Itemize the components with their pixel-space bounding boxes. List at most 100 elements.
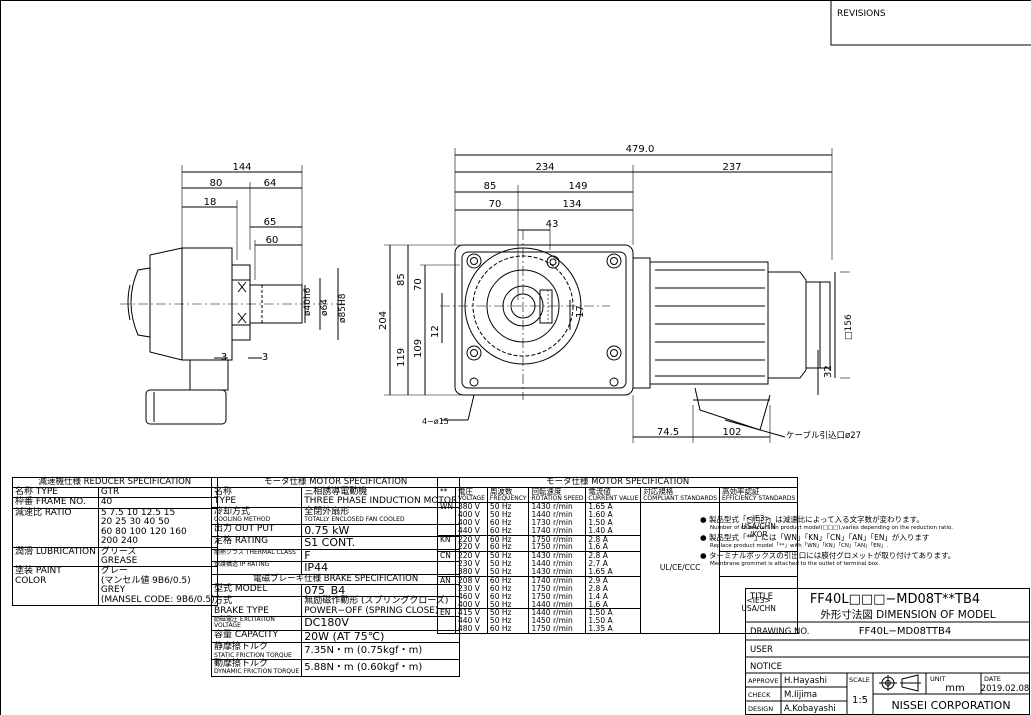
dim-dia64: ø64	[320, 299, 330, 316]
date-label: DATE	[984, 675, 1001, 683]
company-name: NISSEI CORPORATION	[891, 699, 1010, 712]
reducer-label-paint: 塗装 PAINT COLOR	[12, 566, 99, 607]
holes-callout: 4−ø15	[422, 417, 449, 426]
dim-32: 32	[823, 365, 834, 378]
title-block: TITLE FF40L□□□−MD08T**TB4 外形寸法図 DIMENSIO…	[745, 588, 1030, 715]
dim-74-5: 74.5	[657, 427, 679, 438]
table-row: 枠番 FRAME NO. 40	[12, 497, 218, 509]
side-view	[120, 165, 345, 425]
unit-label: UNIT	[930, 675, 946, 683]
scale-label: SCALE	[849, 676, 870, 684]
unit-value: mm	[945, 683, 964, 694]
dim-64: 64	[264, 178, 277, 189]
dim-3-right: 3	[262, 352, 268, 363]
brake-spec-title: 電磁ブレーキ仕様 BRAKE SPECIFICATION	[210, 573, 461, 585]
table-row: 塗装 PAINT COLOR グレー(マンセル値 9B6/0.5) GREY(M…	[12, 566, 218, 607]
table-row: 出力 OUT PUT 0.75 kW	[210, 523, 461, 538]
reducer-label-lubrication: 潤滑 LUBRICATION	[12, 546, 99, 568]
table-row: 容量 CAPACITY 20W (AT 75℃)	[210, 629, 461, 644]
projection-symbol-icon	[879, 674, 921, 692]
revisions-box: REVISIONS	[830, 0, 1031, 46]
title-label: TITLE	[749, 592, 773, 602]
dim-70-vertical: 70	[413, 278, 424, 291]
front-view-labels: 479.0 234 237 85 149 70 134 43 204 85 70…	[378, 144, 861, 441]
design-name: A.Kobayashi	[784, 704, 836, 714]
dim-80: 80	[210, 178, 223, 189]
side-view-labels: 144 80 64 18 65 60 ø40h6 ø64 ø85H8 3 3	[204, 162, 348, 363]
date-value: 2019.02.08	[981, 684, 1030, 694]
dim-dia85h8: ø85H8	[338, 293, 348, 323]
table-row: 耐熱クラス THERMAL CLASS F	[210, 548, 461, 563]
model-number: FF40L□□□−MD08T**TB4	[810, 592, 980, 607]
dim-70: 70	[489, 199, 502, 210]
check-label: CHECK	[748, 691, 771, 699]
table-row: 励磁電圧 EXCITATION VOLTAGE DC180V	[210, 616, 461, 631]
table-row: 定格 RATING S1 CONT.	[210, 536, 461, 550]
reducer-spec-table: 減速機仕様 REDUCER SPECIFICATION 名称 TYPE GTR …	[12, 477, 218, 607]
dim-60: 60	[266, 235, 279, 246]
revisions-label: REVISIONS	[837, 9, 886, 19]
check-name: M.Iijima	[784, 690, 817, 700]
note-item: ● 製品型式「□□□」は減速比によって入る文字数が変わります。Number of…	[700, 515, 954, 531]
dim-65: 65	[264, 217, 277, 228]
dim-237: 237	[722, 162, 741, 173]
dim-17: 17	[575, 305, 586, 318]
table-row: 保護構造 IP RATING IP44	[210, 561, 461, 575]
dim-18: 18	[204, 197, 217, 208]
user-label: USER	[750, 645, 773, 655]
motor-voltage-title: モータ仕様 MOTOR SPECIFICATION	[436, 477, 799, 488]
cable-inlet-callout: ケーブル引込口ø27	[786, 430, 861, 441]
reducer-value-frame: 40	[97, 497, 218, 509]
dim-149: 149	[568, 181, 587, 192]
dim-234: 234	[535, 162, 554, 173]
reducer-label-ratio: 減速比 RATIO	[12, 507, 99, 548]
dim-3-left: 3	[221, 352, 227, 363]
approve-name: H.Hayashi	[784, 676, 827, 686]
table-row: 型式 MODEL 075_B4	[210, 583, 461, 598]
dim-overall: 479.0	[626, 144, 655, 155]
approve-label: APPROVE	[748, 677, 778, 685]
dim-204: 204	[378, 311, 389, 330]
drawing-subtitle: 外形寸法図 DIMENSION OF MODEL	[820, 608, 995, 621]
dim-12: 12	[430, 325, 441, 338]
dim-102: 102	[722, 427, 741, 438]
reducer-spec-title: 減速機仕様 REDUCER SPECIFICATION	[12, 477, 218, 488]
dim-119: 119	[396, 348, 407, 367]
dim-square-156: □156	[844, 314, 854, 340]
dim-144: 144	[232, 162, 251, 173]
reducer-label-frame: 枠番 FRAME NO.	[12, 497, 99, 509]
design-label: DESIGN	[748, 705, 773, 713]
dim-85: 85	[484, 181, 497, 192]
front-view	[384, 148, 850, 443]
drawing-no-label: DRAWING NO.	[750, 627, 809, 637]
dim-85-vertical: 85	[396, 273, 407, 286]
dim-134: 134	[562, 199, 581, 210]
motor-spec-title: モータ仕様 MOTOR SPECIFICATION	[210, 477, 461, 488]
scale-value: 1:5	[852, 695, 868, 706]
notes: ● 製品型式「□□□」は減速比によって入る文字数が変わります。Number of…	[700, 515, 1028, 567]
drawing-number: FF40L−MD08TTB4	[859, 626, 952, 637]
dim-109: 109	[413, 339, 424, 358]
dim-dia40h6: ø40h6	[303, 287, 313, 316]
dim-43: 43	[546, 219, 559, 230]
reducer-value-type: GTR	[97, 486, 218, 499]
